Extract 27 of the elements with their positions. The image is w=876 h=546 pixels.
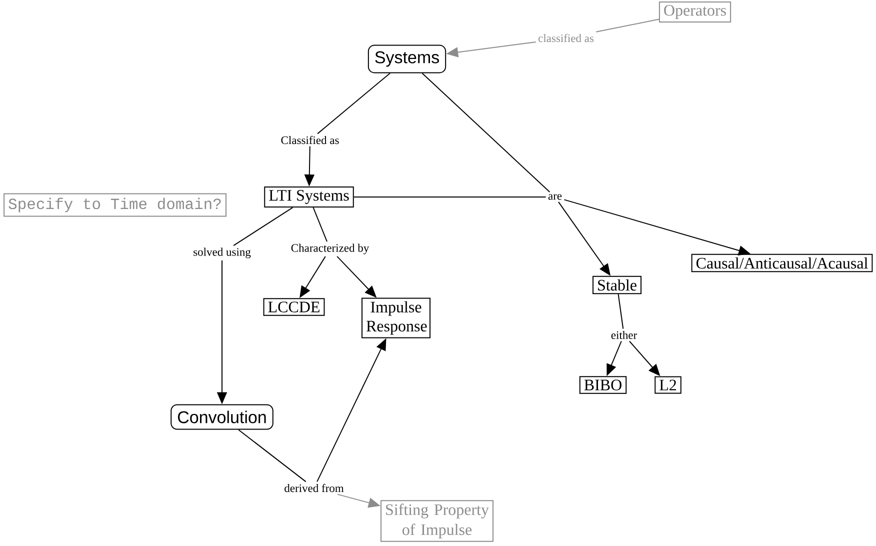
linking-phrase: solved using <box>194 248 251 258</box>
linking-phrase: classified as <box>538 34 594 42</box>
linking-phrase: Characterized by <box>291 244 370 254</box>
connector-line <box>618 294 624 330</box>
connector-line <box>422 72 550 193</box>
concept-box: L2 <box>654 376 682 394</box>
concept-box: Operators <box>658 2 732 22</box>
connector-line <box>312 207 328 242</box>
linking-phrase: either <box>611 330 637 340</box>
connector-line <box>353 196 546 198</box>
connector-line <box>596 18 660 32</box>
linking-phrase: derived from <box>284 484 344 492</box>
concept-box: Impulse Response <box>362 298 430 338</box>
concept-box: Causal/Anticausal/Acausal <box>691 254 873 272</box>
connector-line <box>317 72 390 134</box>
linking-phrase: are <box>548 194 562 200</box>
connector-line <box>233 207 294 246</box>
linking-phrase: Classified as <box>281 136 339 144</box>
concept-box: Sifting Property of Impulse <box>380 500 494 542</box>
concept-box: Systems <box>368 44 446 74</box>
concept-box: LTI Systems <box>264 186 354 208</box>
concept-box: Convolution <box>170 404 274 430</box>
connector-line <box>238 429 306 482</box>
note-box: Specify to Time domain? <box>4 193 226 217</box>
concept-box: LCCDE <box>263 298 325 316</box>
concept-box: Stable <box>592 276 642 294</box>
concept-box: BIBO <box>579 376 627 394</box>
